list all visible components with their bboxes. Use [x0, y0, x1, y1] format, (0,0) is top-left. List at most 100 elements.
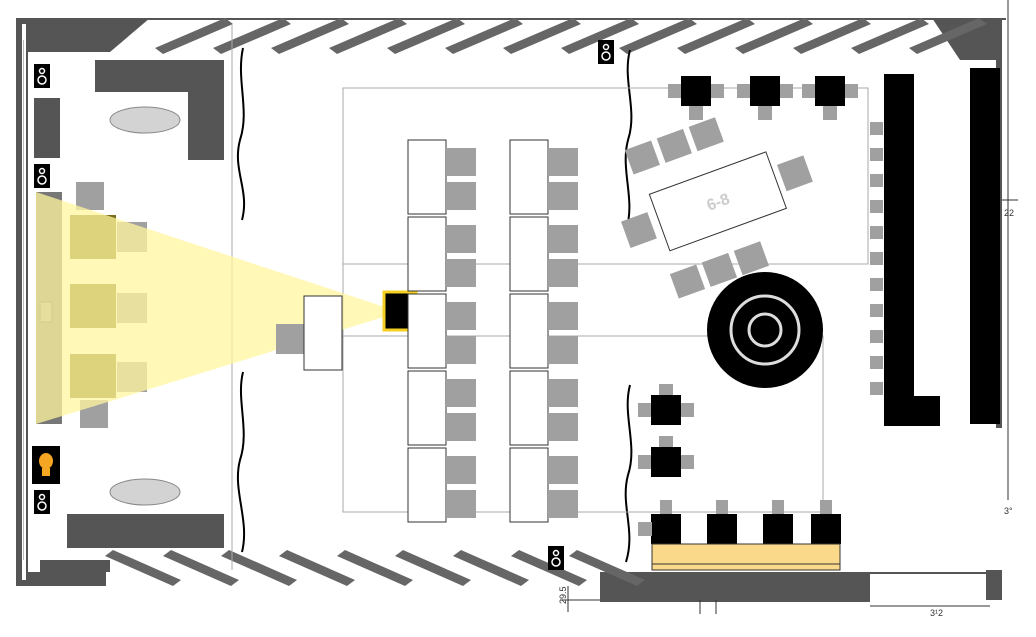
square-table: [750, 76, 780, 106]
center-rows: [407, 139, 578, 523]
dimension-right-mid: 22: [1004, 208, 1014, 218]
window-panel: [793, 18, 871, 54]
chair: [779, 84, 793, 98]
chair: [802, 84, 816, 98]
window-panel: [279, 550, 355, 586]
dimension-lines: [560, 0, 1018, 614]
chair: [548, 225, 578, 253]
chair: [638, 522, 652, 536]
chair: [823, 106, 837, 120]
chair: [772, 500, 784, 514]
row-table: [509, 293, 549, 369]
row-table: [407, 447, 447, 523]
chair: [548, 148, 578, 176]
row-table: [509, 216, 549, 292]
chair: [548, 490, 578, 518]
podium: [303, 295, 343, 371]
square-table: [707, 514, 737, 544]
speaker-icon: [598, 40, 614, 64]
bar-stool: [870, 330, 883, 343]
chair: [758, 106, 772, 120]
chair: [548, 182, 578, 210]
chair: [659, 384, 673, 398]
window-panel: [155, 18, 233, 54]
window-panel: [453, 550, 529, 586]
chair: [446, 148, 476, 176]
speaker-icon: [34, 164, 50, 188]
square-table: [763, 514, 793, 544]
right-upper-area: 6-8: [621, 68, 1000, 426]
chair: [710, 84, 724, 98]
chair: [446, 413, 476, 441]
chair: [446, 225, 476, 253]
speaker-icon: [548, 546, 564, 570]
chair: [446, 259, 476, 287]
bar-stool: [870, 382, 883, 395]
square-table: [651, 395, 681, 425]
chair: [446, 490, 476, 518]
bar-stool: [870, 122, 883, 135]
dimension-right-low: 3°: [1004, 506, 1013, 516]
stage-platform-edge: [651, 563, 841, 571]
sofa-bottom: [67, 514, 224, 548]
window-panel: [569, 550, 645, 586]
window-panel: [735, 18, 813, 54]
chair: [446, 379, 476, 407]
window-panel: [503, 18, 581, 54]
dimension-left-bottom: 29.5: [558, 586, 568, 604]
chair: [844, 84, 858, 98]
round-target-icon: [707, 272, 823, 388]
bar-counter: [884, 74, 940, 426]
bar-stool: [870, 148, 883, 161]
bar-stool: [870, 356, 883, 369]
top-windows: [155, 18, 987, 54]
speaker-icon: [34, 490, 50, 514]
bar-stool: [870, 304, 883, 317]
large-table-label: 6-8: [705, 191, 733, 215]
bottom-windows: [105, 550, 645, 586]
chair: [446, 336, 476, 364]
chair: [548, 336, 578, 364]
chair: [689, 106, 703, 120]
window-panel: [851, 18, 929, 54]
chair: [716, 500, 728, 514]
window-panel: [619, 18, 697, 54]
speaker-woofer: [601, 51, 611, 61]
bar-stool: [870, 200, 883, 213]
window-panel: [105, 550, 181, 586]
speaker-tweeter: [38, 167, 46, 175]
chair: [680, 455, 694, 469]
window-panel: [221, 550, 297, 586]
speaker-woofer: [37, 501, 47, 511]
window-panel: [271, 18, 349, 54]
window-panel: [561, 18, 639, 54]
speaker-woofer: [37, 75, 47, 85]
chair: [548, 259, 578, 287]
sofa-top: [95, 60, 224, 160]
window-panel: [387, 18, 465, 54]
podium-chair: [276, 324, 306, 354]
row-table: [407, 293, 447, 369]
oval-table-top: [109, 106, 181, 134]
window-panel: [677, 18, 755, 54]
square-table: [815, 76, 845, 106]
large-table: [648, 151, 788, 252]
window-panel: [163, 550, 239, 586]
chair: [660, 500, 672, 514]
chair: [446, 182, 476, 210]
speaker-woofer: [37, 175, 47, 185]
back-bar: [970, 68, 1000, 424]
light-bulb-icon[interactable]: [32, 446, 60, 484]
chair: [548, 379, 578, 407]
window-panel: [337, 550, 413, 586]
row-table: [407, 139, 447, 215]
chair: [820, 500, 832, 514]
speaker-tweeter: [38, 493, 46, 501]
bar-stool: [870, 226, 883, 239]
chair: [548, 456, 578, 484]
row-table: [407, 216, 447, 292]
speaker-woofer: [551, 557, 561, 567]
speaker-icon: [34, 64, 50, 88]
window-panel: [395, 550, 471, 586]
